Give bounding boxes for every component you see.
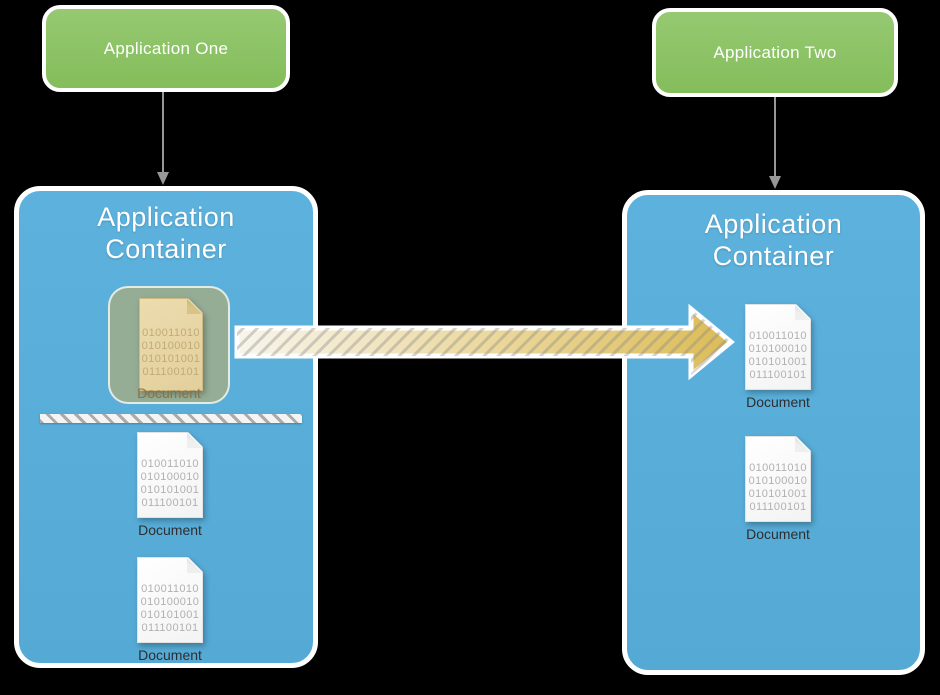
hatched-divider xyxy=(40,414,302,423)
folded-corner-icon xyxy=(187,433,202,448)
node-application-one: Application One xyxy=(42,5,290,92)
binary-line: 010011010 xyxy=(142,327,200,339)
transfer-arrow-icon xyxy=(234,303,735,381)
folded-corner-icon xyxy=(187,558,202,573)
binary-line: 010100010 xyxy=(140,596,200,608)
binary-line: 011100101 xyxy=(749,501,807,513)
binary-line: 010101001 xyxy=(140,609,200,621)
folded-corner-icon xyxy=(795,437,810,452)
binary-line: 010100010 xyxy=(140,471,200,483)
binary-text: 010011010 010100010 010101001 011100101 xyxy=(138,433,202,510)
node-application-two-label: Application Two xyxy=(713,42,837,62)
container-title: Application Container xyxy=(97,202,235,264)
binary-line: 010011010 xyxy=(749,462,807,474)
node-application-two: Application Two xyxy=(652,8,898,97)
document: 010011010 010100010 010101001 011100101 … xyxy=(745,304,811,410)
connector-line-right xyxy=(774,97,776,177)
connector-line-left xyxy=(162,92,164,173)
binary-line: 010100010 xyxy=(141,340,201,352)
binary-line: 010101001 xyxy=(140,484,200,496)
binary-line: 010101001 xyxy=(748,356,808,368)
binary-line: 010011010 xyxy=(749,330,807,342)
binary-line: 010100010 xyxy=(748,343,808,355)
document: 010011010 010100010 010101001 011100101 … xyxy=(137,557,203,663)
document: 010011010 010100010 010101001 011100101 … xyxy=(745,436,811,542)
binary-line: 011100101 xyxy=(142,366,200,378)
binary-line: 010011010 xyxy=(141,458,199,470)
application-container-left: Application Container 010011010 01010001… xyxy=(14,186,318,668)
binary-text: 010011010 010100010 010101001 011100101 xyxy=(746,305,810,382)
document-label: Document xyxy=(138,647,202,663)
binary-line: 010101001 xyxy=(748,488,808,500)
application-container-right: Application Container 010011010 01010001… xyxy=(622,190,925,675)
binary-line: 011100101 xyxy=(141,497,199,509)
document: 010011010 010100010 010101001 011100101 … xyxy=(137,432,203,538)
binary-line: 011100101 xyxy=(749,369,807,381)
document-label: Document xyxy=(137,385,201,401)
binary-line: 010101001 xyxy=(141,353,201,365)
document-label: Document xyxy=(746,526,810,542)
document-label: Document xyxy=(138,522,202,538)
binary-line: 011100101 xyxy=(141,622,199,634)
binary-line: 010011010 xyxy=(141,583,199,595)
folded-corner-icon xyxy=(187,299,202,314)
node-application-one-label: Application One xyxy=(103,38,229,58)
down-arrow-icon xyxy=(769,176,781,189)
binary-line: 010100010 xyxy=(748,475,808,487)
document-highlighted: 010011010 010100010 010101001 011100101 xyxy=(139,298,203,391)
down-arrow-icon xyxy=(157,172,169,185)
binary-text: 010011010 010100010 010101001 011100101 xyxy=(746,437,810,514)
binary-text: 010011010 010100010 010101001 011100101 xyxy=(138,558,202,635)
document-label: Document xyxy=(746,394,810,410)
container-title: Application Container xyxy=(704,209,843,271)
highlighted-document-box: 010011010 010100010 010101001 011100101 … xyxy=(108,286,230,404)
folded-corner-icon xyxy=(795,305,810,320)
binary-text: 010011010 010100010 010101001 011100101 xyxy=(140,299,202,379)
